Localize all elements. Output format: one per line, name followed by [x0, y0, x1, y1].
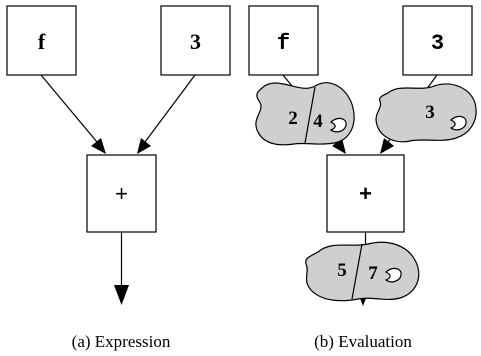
- value-blob-left-a: 2: [288, 108, 298, 129]
- eval-node-plus: [326, 154, 405, 233]
- value-blob-left: 2 4: [255, 82, 355, 146]
- expr-node-3-label: 3: [190, 29, 201, 54]
- blob-hole-icon: [449, 115, 467, 131]
- value-blob-output-b: 7: [368, 263, 378, 284]
- evaluation-diagram: f 3 + 2 4 3 5: [248, 5, 477, 351]
- blob-hole-icon: [384, 267, 402, 283]
- expr-arrowhead-3: [137, 138, 151, 154]
- expr-edge-f-plus: [40, 74, 98, 143]
- expr-node-f: [6, 5, 77, 76]
- blob-hole-icon: [329, 117, 347, 133]
- eval-arrowhead-f: [332, 138, 346, 154]
- eval-node-f: [248, 5, 319, 76]
- eval-arrowhead-3: [380, 138, 394, 154]
- eval-node-plus-label: +: [359, 181, 372, 206]
- eval-node-3: [402, 5, 473, 76]
- value-blob-output-a: 5: [337, 260, 347, 281]
- eval-node-f-label: f: [277, 31, 290, 56]
- expr-node-3: [160, 5, 231, 76]
- value-blob-right-a: 3: [425, 102, 435, 123]
- expression-diagram: f 3 + (a) Expression: [6, 5, 231, 351]
- eval-node-3-label: 3: [431, 31, 444, 56]
- expr-arrowhead-output: [114, 285, 129, 305]
- eval-caption: (b) Evaluation: [314, 332, 412, 351]
- expr-edge-3-plus: [144, 74, 196, 143]
- expr-node-plus-label: +: [115, 181, 128, 206]
- expr-arrowhead-f: [91, 138, 106, 154]
- expr-caption: (a) Expression: [72, 332, 171, 351]
- expr-node-f-label: f: [38, 29, 46, 54]
- value-blob-right: 3: [375, 83, 477, 143]
- expr-node-plus: [86, 154, 157, 233]
- value-blob-output: 5 7: [305, 241, 420, 302]
- value-blob-left-b: 4: [313, 111, 323, 132]
